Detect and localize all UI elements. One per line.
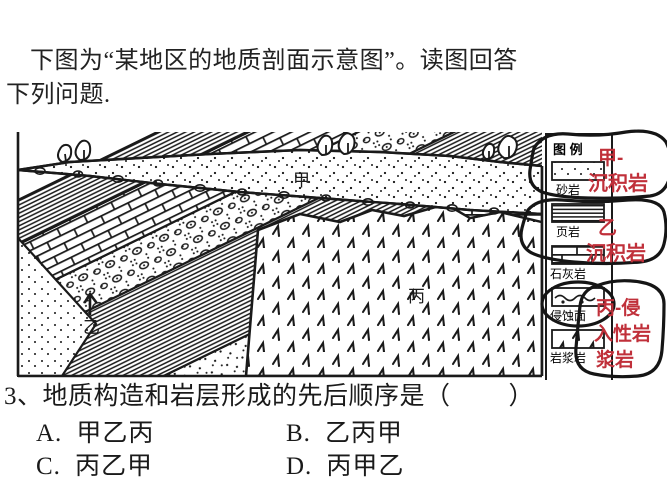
annotation-bing-line3: 浆岩	[596, 348, 634, 371]
surface-vegetation	[57, 132, 518, 163]
legend-label-sandstone: 砂岩	[556, 182, 580, 197]
fault-block-left	[18, 236, 98, 376]
option-c-value: 丙乙甲	[74, 453, 153, 480]
passage-intro: 下图为“某地区的地质剖面示意图”。读图回答 下列问题.	[0, 44, 667, 112]
option-b-key: B.	[286, 420, 311, 447]
annotation-yi-sedimentary: 乙 沉积岩	[519, 198, 667, 266]
stratum-label-yi: 乙	[83, 318, 100, 337]
annotation-jia-sedimentary: 甲- 沉积岩	[528, 129, 667, 200]
magmatic-intrusion-body	[244, 202, 542, 376]
tree-icon	[57, 143, 73, 163]
option-d-value: 丙甲乙	[326, 453, 405, 480]
legend-label-shale: 页岩	[556, 224, 580, 239]
option-d[interactable]: D. 丙甲乙	[286, 450, 536, 483]
annotation-jia-line2: 沉积岩	[588, 172, 648, 195]
strata-stack	[18, 132, 542, 376]
option-a-key: A.	[36, 420, 63, 447]
option-b-value: 乙丙甲	[324, 420, 403, 447]
question-stem: 地质构造和岩层形成的先后顺序是（	[42, 383, 451, 410]
question-stem-close: ）	[508, 383, 535, 410]
tree-icon	[497, 134, 518, 160]
question-number: 3、	[4, 383, 43, 410]
question-block: 3、地质构造和岩层形成的先后顺序是（ ） A. 甲乙丙 B. 乙丙甲 C. 丙乙甲 D.…	[0, 380, 667, 483]
legend-item-sandstone: 砂岩	[551, 161, 605, 197]
annotation-yi-line2: 沉积岩	[586, 242, 646, 265]
strata-labels: 甲 乙 丙	[83, 171, 425, 337]
geological-cross-section-figure: 甲 乙 丙 图 例 砂岩	[0, 118, 667, 380]
tree-icon	[74, 139, 92, 161]
yi-label-arrow	[83, 292, 98, 316]
question-options: A. 甲乙丙 B. 乙丙甲 C. 丙乙甲 D. 丙甲乙	[0, 417, 667, 483]
annotation-bing-line1: 丙-侵	[596, 296, 640, 319]
tree-icon	[481, 142, 496, 160]
legend-title: 图 例	[553, 142, 583, 157]
ground-surface-line	[18, 148, 542, 172]
tree-icon	[337, 132, 356, 155]
option-b[interactable]: B. 乙丙甲	[286, 417, 536, 450]
stratum-label-bing: 丙	[408, 287, 425, 306]
option-c[interactable]: C. 丙乙甲	[36, 450, 286, 483]
option-d-key: D.	[286, 453, 313, 480]
option-a-value: 甲乙丙	[76, 420, 155, 447]
annotation-yi-line1: 乙	[598, 218, 617, 239]
option-row-1: A. 甲乙丙 B. 乙丙甲	[0, 417, 667, 450]
legend-label-limestone: 石灰岩	[550, 266, 586, 281]
option-c-key: C.	[36, 453, 61, 480]
option-a[interactable]: A. 甲乙丙	[36, 417, 286, 450]
erosion-surface-pebbles	[34, 166, 500, 215]
annotation-bing-line2: 入性岩	[594, 322, 651, 345]
stratum-label-jia: 甲	[293, 171, 310, 190]
annotation-bing-magmatic: 丙-侵 入性岩 浆岩	[574, 279, 666, 379]
erosion-surface-line	[18, 168, 542, 216]
passage-intro-line-1: 下图为“某地区的地质剖面示意图”。读图回答	[30, 48, 518, 74]
passage-intro-line-2: 下列问题.	[6, 82, 111, 108]
annotation-jia-line1: 甲-	[598, 148, 623, 169]
legend-label-magmatic-rock: 岩浆岩	[550, 350, 586, 365]
legend-item-shale: 页岩	[551, 203, 605, 239]
option-row-2: C. 丙乙甲 D. 丙甲乙	[0, 450, 667, 483]
tree-icon	[316, 134, 334, 156]
question-stem-row: 3、地质构造和岩层形成的先后顺序是（ ）	[0, 380, 667, 413]
